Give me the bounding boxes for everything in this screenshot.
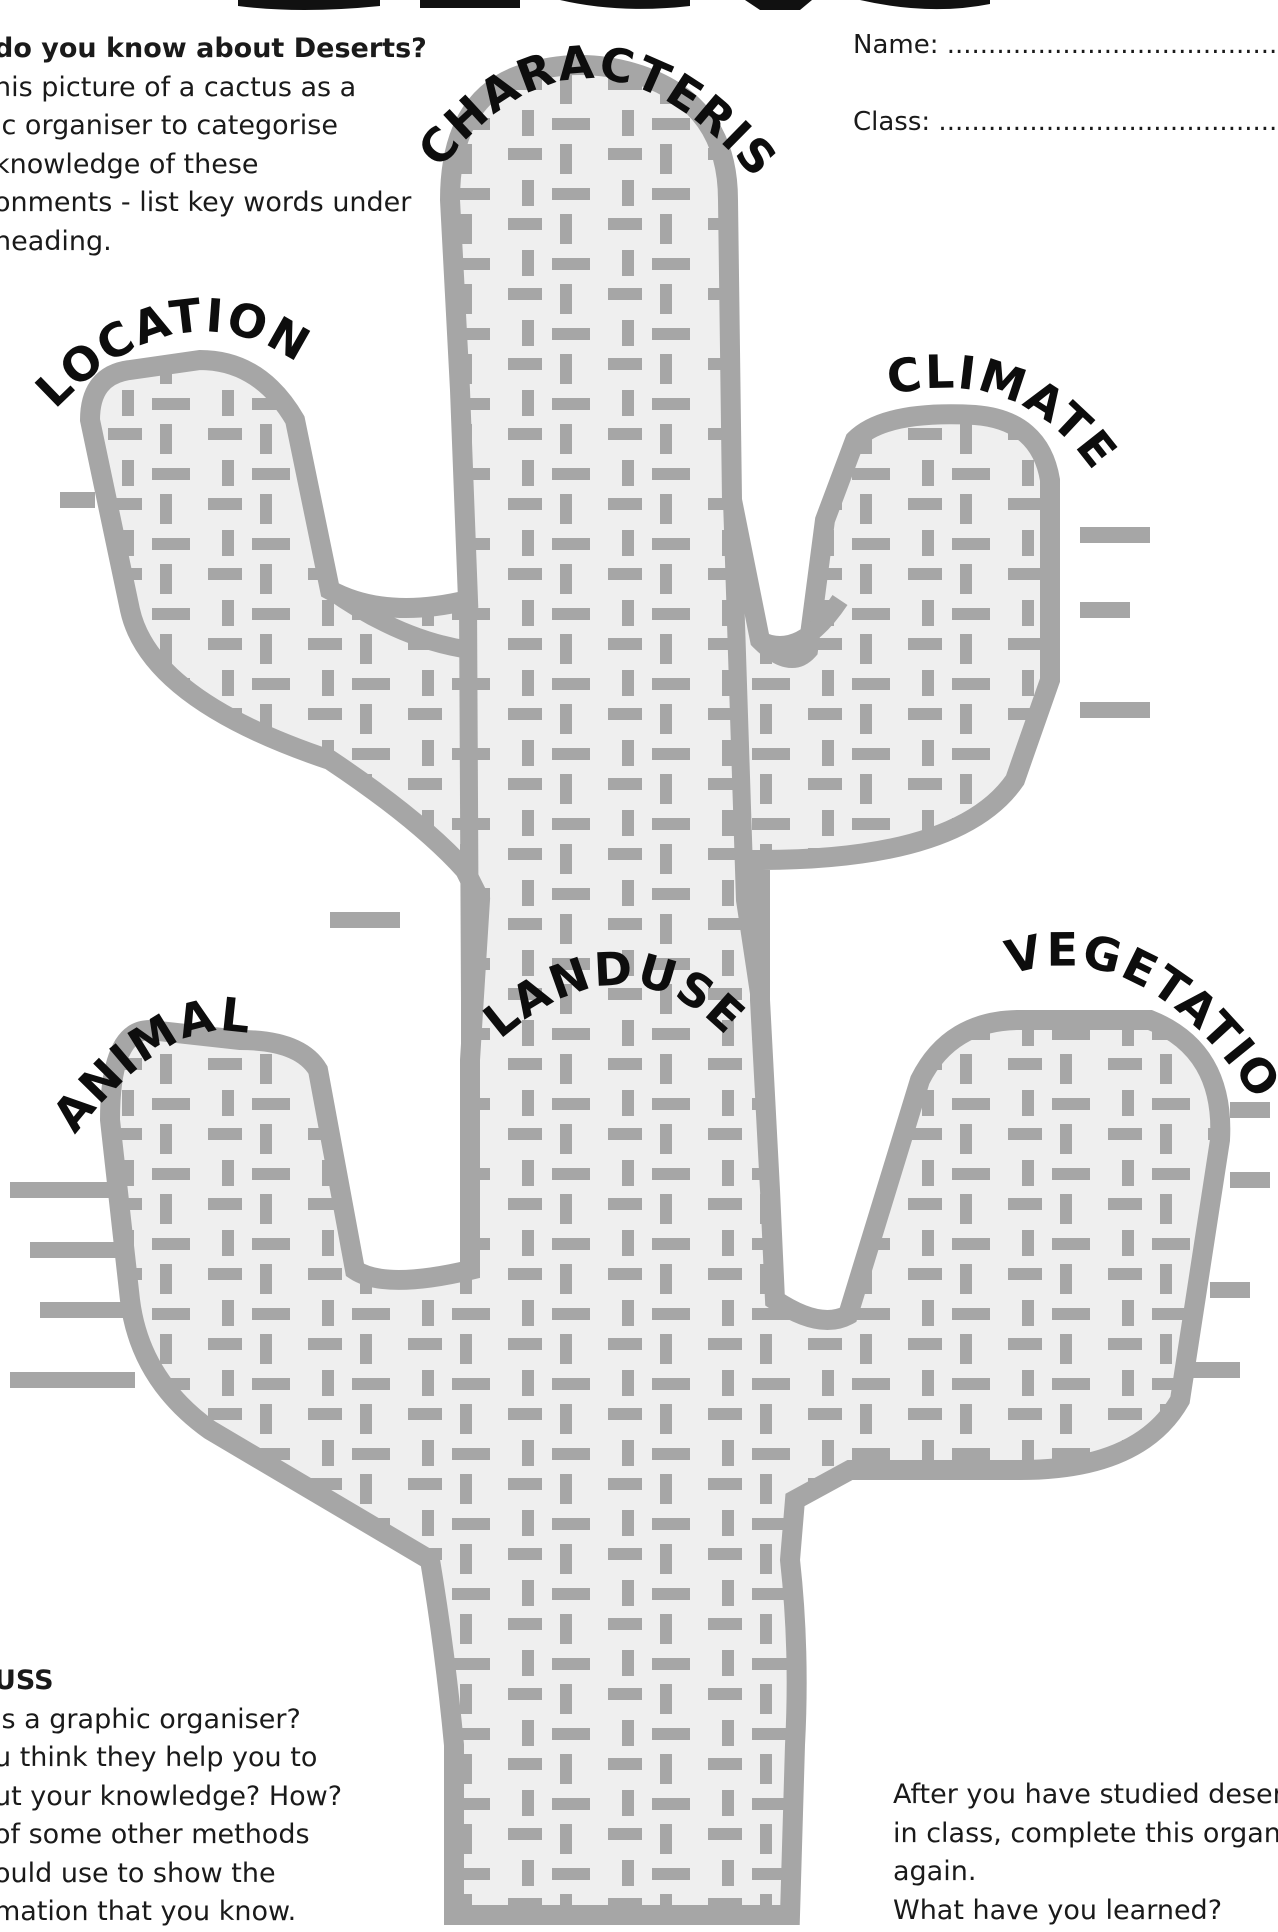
intro-line: ic organiser to categorise bbox=[0, 107, 427, 146]
intro-line: heading. bbox=[0, 223, 427, 262]
discuss-line: of some other methods bbox=[0, 1816, 342, 1855]
discuss-line: u think they help you to bbox=[0, 1739, 342, 1778]
after-study-note: After you have studied deserts in class,… bbox=[893, 1776, 1278, 1930]
intro-line: onments - list key words under bbox=[0, 184, 427, 223]
after-line: What have you learned? bbox=[893, 1892, 1278, 1931]
after-line: in class, complete this organis bbox=[893, 1815, 1278, 1854]
intro-instructions: do you know about Deserts? his picture o… bbox=[0, 30, 427, 261]
discuss-line: mation that you know. bbox=[0, 1893, 342, 1932]
discuss-line: is a graphic organiser? bbox=[0, 1701, 342, 1740]
name-field: Name: ..................................… bbox=[853, 30, 1278, 60]
discuss-section: USS is a graphic organiser? u think they… bbox=[0, 1662, 342, 1932]
intro-line: knowledge of these bbox=[0, 146, 427, 185]
discuss-heading: USS bbox=[0, 1662, 342, 1701]
discuss-line: ould use to show the bbox=[0, 1855, 342, 1894]
class-field: Class: .................................… bbox=[853, 107, 1278, 137]
discuss-line: ut your knowledge? How? bbox=[0, 1778, 342, 1817]
after-line: again. bbox=[893, 1853, 1278, 1892]
intro-heading: do you know about Deserts? bbox=[0, 30, 427, 69]
intro-line: his picture of a cactus as a bbox=[0, 69, 427, 108]
after-line: After you have studied deserts bbox=[893, 1776, 1278, 1815]
